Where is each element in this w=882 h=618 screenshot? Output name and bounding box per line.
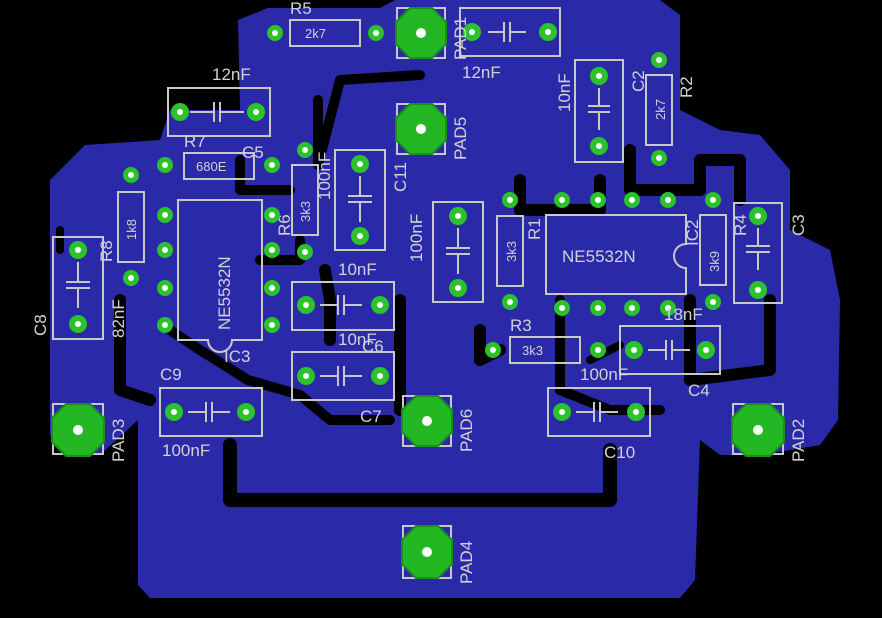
pad4: PAD4 [401,525,476,584]
c5-ref: C5 [242,143,264,162]
r2-value: 2k7 [653,99,668,120]
pad2-ref: PAD2 [789,419,808,462]
copper-pour [50,0,840,598]
c3-value: 18nF [664,305,703,324]
r7-value: 680E [196,159,227,174]
c6-ref: C6 [362,337,384,356]
capacitor-c3: C3 18nF [664,202,808,324]
c12-value: 100nF [407,214,426,262]
c6a-value: 10nF [338,260,377,279]
capacitor-c2: 10nF C2 [555,59,648,163]
c12top-value: 12nF [212,65,251,84]
c10-value: 100nF [580,365,628,384]
c2-value: 10nF [555,73,574,112]
r2-ref: R2 [677,76,696,98]
resistor-r5: R5 2k7 [267,0,384,47]
r6-ref: R6 [275,214,294,236]
r8-value: 1k8 [124,219,139,240]
r4-ref: R4 [731,214,750,236]
pad6: PAD6 [401,395,476,452]
ic2-value: NE5532N [562,247,636,266]
resistor-r2: 2k7 R2 [645,52,696,166]
ic3: NE5532N IC3 [157,199,280,366]
c4-ref: C4 [688,381,710,400]
r7-ref: R7 [184,132,206,151]
c12-ref: C11 [391,162,410,192]
resistor-r8: 1k8 R8 [97,167,145,286]
r3-value: 3k3 [522,343,543,358]
pad6-ref: PAD6 [457,409,476,452]
c8-value: 82nF [109,299,128,338]
pad1: PAD1 [395,7,470,60]
resistor-r6: 3k3 R6 100nF [275,142,334,260]
ic3-ref: IC3 [224,347,250,366]
capacitor-c4: C4 [619,325,721,400]
pad3-ref: PAD3 [109,419,128,462]
capacitor-c10: 100nF C10 [547,365,651,462]
r1-ref: R1 [525,218,544,240]
capacitor-c7: 10nF C6 C7 [291,330,395,426]
c10-ref: C10 [604,443,635,462]
c1-value: 12nF [462,63,501,82]
capacitor-c1: 12nF [459,7,561,82]
ic3-value: NE5532N [215,256,234,330]
resistor-r4: 3k9 R4 [699,192,750,310]
ic2: NE5532N IC2 [545,192,702,316]
c7-ref: C7 [360,407,382,426]
capacitor-12nf-left: 12nF [167,65,271,137]
r6-value: 3k3 [298,201,313,222]
c5-value: 100nF [315,152,334,200]
capacitor-c6a: 10nF [291,260,395,331]
r8-ref: R8 [97,240,116,262]
c9-ref: C9 [160,365,182,384]
c6b-value: 10nF [338,330,377,349]
pad5: PAD5 [395,103,470,160]
capacitor-c9: C9 100nF [159,365,263,460]
r4-value: 3k9 [707,251,722,272]
capacitor-c12: C11 100nF [334,149,426,262]
pad2: PAD2 [731,403,808,462]
pad5-ref: PAD5 [451,117,470,160]
c2-ref: C2 [629,70,648,92]
r5-value: 2k7 [305,26,326,41]
resistor-r1: 3k3 R1 [496,192,544,310]
resistor-r3: R3 3k3 [485,316,606,364]
capacitor-c11 [432,201,484,303]
c3-ref: C3 [789,214,808,236]
pad4-ref: PAD4 [457,541,476,584]
pad3: PAD3 [51,403,128,462]
r5-ref: R5 [290,0,312,18]
ic2-ref: IC2 [683,220,702,246]
c9-value: 100nF [162,441,210,460]
capacitor-c8: C8 82nF [31,236,128,340]
r3-ref: R3 [510,316,532,335]
resistor-r7: R7 680E C5 [157,132,280,180]
pad1-ref: PAD1 [451,17,470,60]
r1-value: 3k3 [504,241,519,262]
c8-ref: C8 [31,314,50,336]
